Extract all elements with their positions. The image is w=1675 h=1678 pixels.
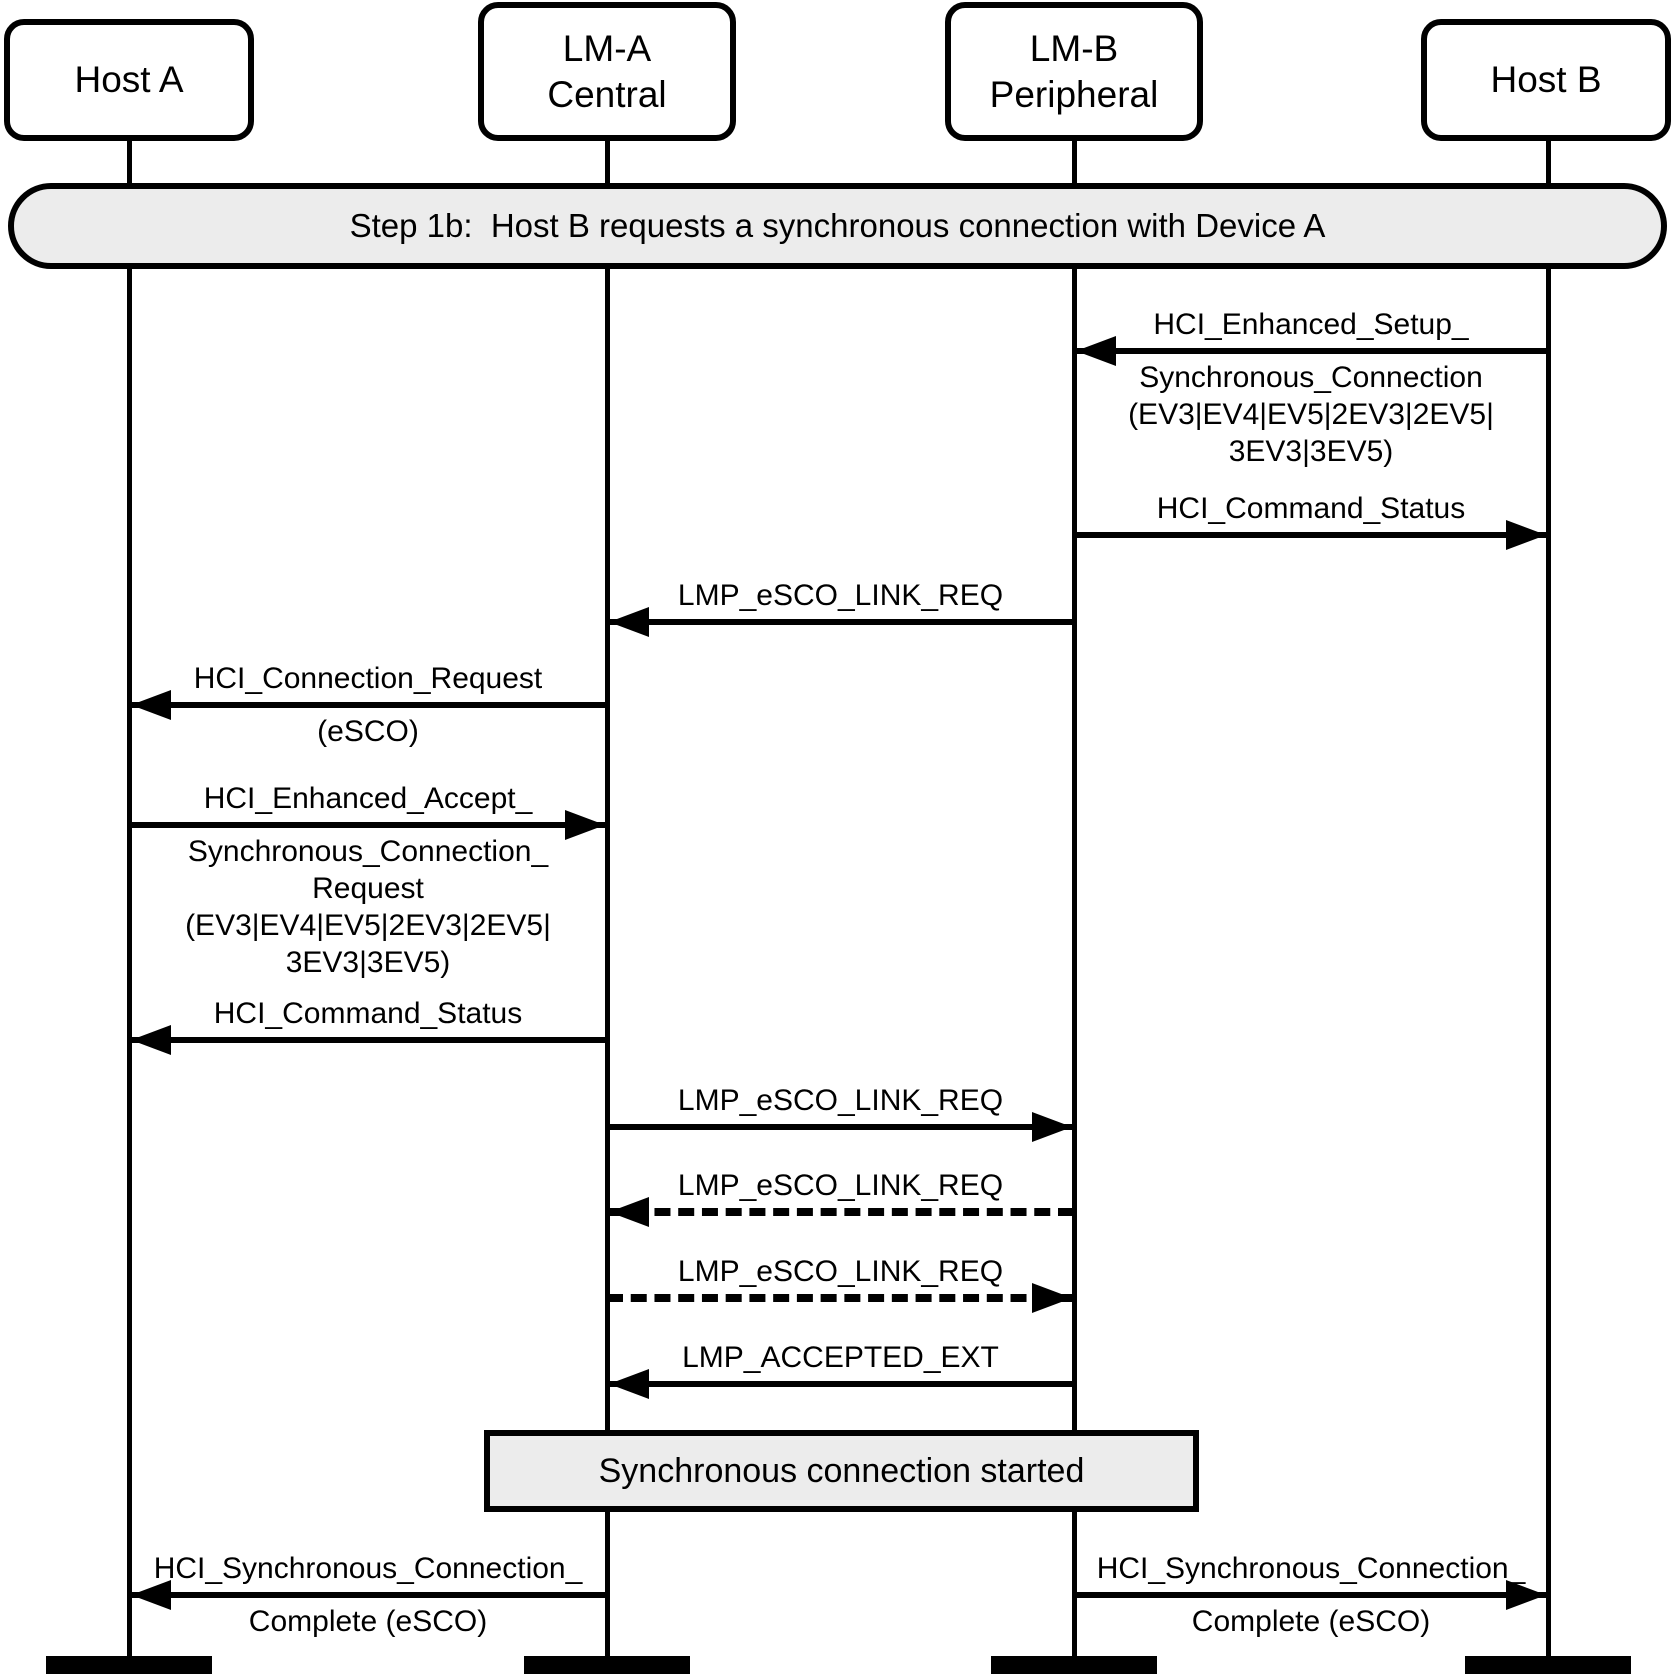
message-label-above: HCI_Synchronous_Connection_ <box>1074 1550 1548 1587</box>
message-label-line: Synchronous_Connection_ <box>187 835 549 868</box>
lifeline-host-a <box>127 130 132 1662</box>
sync-connection-started-note: Synchronous connection started <box>484 1430 1199 1512</box>
lifeline-end-bar-lm-b-peripheral <box>991 1656 1157 1674</box>
arrowhead-icon <box>609 607 649 637</box>
step-banner: Step 1b: Host B requests a synchronous c… <box>8 183 1667 269</box>
message-label-above: LMP_eSCO_LINK_REQ <box>607 1167 1074 1204</box>
message-label-line: LMP_eSCO_LINK_REQ <box>677 579 1004 612</box>
arrowhead-icon <box>609 1197 649 1227</box>
message-label-below: Complete (eSCO) <box>1074 1603 1548 1640</box>
message-label-line: Complete (eSCO) <box>248 1605 488 1638</box>
message-label-above: HCI_Synchronous_Connection_ <box>129 1550 607 1587</box>
message-label-line: Synchronous_Connection <box>1139 361 1483 394</box>
arrowhead-icon <box>1076 336 1116 366</box>
arrowhead-icon <box>1032 1112 1072 1142</box>
arrowhead-icon <box>1506 1580 1546 1610</box>
message-label-below: Complete (eSCO) <box>129 1603 607 1640</box>
message-label-line: HCI_Connection_Request <box>193 662 543 695</box>
message-label-above: HCI_Command_Status <box>129 995 607 1032</box>
message-label-above: HCI_Enhanced_Accept_ <box>129 780 607 817</box>
actor-label: LM-A <box>562 28 652 70</box>
message-label-above: LMP_eSCO_LINK_REQ <box>607 1082 1074 1119</box>
lifeline-lm-b-peripheral <box>1072 130 1077 1662</box>
actor-box-host-b: Host B <box>1421 19 1671 141</box>
lifeline-end-bar-host-a <box>46 1656 212 1674</box>
message-line <box>607 1294 1074 1302</box>
message-label-below: Synchronous_Connection (EV3|EV4|EV5|2EV3|… <box>1074 359 1548 470</box>
actor-label: Peripheral <box>989 73 1159 115</box>
message-label-below: (eSCO) <box>129 713 607 750</box>
message-label-above: LMP_eSCO_LINK_REQ <box>607 577 1074 614</box>
message-label-above: HCI_Command_Status <box>1074 490 1548 527</box>
message-label-line: (EV3|EV4|EV5|2EV3|2EV5| <box>185 909 551 942</box>
message-line <box>607 1381 1074 1387</box>
message-label-above: HCI_Connection_Request <box>129 660 607 697</box>
message-label-line: 3EV3|3EV5) <box>1228 435 1394 468</box>
message-label-above: LMP_ACCEPTED_EXT <box>607 1339 1074 1376</box>
message-label-line: (EV3|EV4|EV5|2EV3|2EV5| <box>1128 398 1494 431</box>
message-label-line: HCI_Enhanced_Setup_ <box>1153 308 1469 341</box>
message-line <box>1074 532 1548 538</box>
arrowhead-icon <box>1032 1283 1072 1313</box>
message-line <box>129 822 607 828</box>
message-line <box>129 1037 607 1043</box>
arrowhead-icon <box>565 810 605 840</box>
lifeline-host-b <box>1546 130 1551 1662</box>
message-label-line: (eSCO) <box>317 715 419 748</box>
message-line <box>607 619 1074 625</box>
message-line <box>607 1208 1074 1216</box>
message-label-below: Synchronous_Connection_ Request (EV3|EV4|E… <box>129 833 607 981</box>
message-label-line: LMP_eSCO_LINK_REQ <box>677 1169 1004 1202</box>
actor-label: Host B <box>1490 59 1602 101</box>
message-line <box>1074 348 1548 354</box>
message-label-line: Complete (eSCO) <box>1191 1605 1431 1638</box>
arrowhead-icon <box>131 690 171 720</box>
actor-label: Central <box>547 73 667 115</box>
lifeline-end-bar-lm-a-central <box>524 1656 690 1674</box>
message-line <box>1074 1592 1548 1598</box>
message-label-above: LMP_eSCO_LINK_REQ <box>607 1253 1074 1290</box>
lifeline-end-bar-host-b <box>1465 1656 1631 1674</box>
actor-label: Host A <box>74 59 184 101</box>
message-line <box>129 1592 607 1598</box>
message-label-line: HCI_Synchronous_Connection_ <box>153 1552 583 1585</box>
message-label-line: LMP_eSCO_LINK_REQ <box>677 1084 1004 1117</box>
message-label-line: 3EV3|3EV5) <box>285 946 451 979</box>
actor-box-host-a: Host A <box>4 19 254 141</box>
message-label-line: LMP_ACCEPTED_EXT <box>682 1341 999 1374</box>
message-label-above: HCI_Enhanced_Setup_ <box>1074 306 1548 343</box>
message-label-line: HCI_Enhanced_Accept_ <box>203 782 533 815</box>
message-line <box>607 1124 1074 1130</box>
lifeline-lm-a-central <box>605 130 610 1662</box>
actor-label: LM-B <box>1029 28 1119 70</box>
message-label-line: HCI_Synchronous_Connection_ <box>1096 1552 1526 1585</box>
arrowhead-icon <box>131 1025 171 1055</box>
message-label-line: HCI_Command_Status <box>213 997 523 1030</box>
message-label-line: Request <box>312 872 424 905</box>
message-label-line: HCI_Command_Status <box>1156 492 1466 525</box>
message-label-line: LMP_eSCO_LINK_REQ <box>677 1255 1004 1288</box>
arrowhead-icon <box>1506 520 1546 550</box>
message-line <box>129 702 607 708</box>
arrowhead-icon <box>131 1580 171 1610</box>
arrowhead-icon <box>609 1369 649 1399</box>
